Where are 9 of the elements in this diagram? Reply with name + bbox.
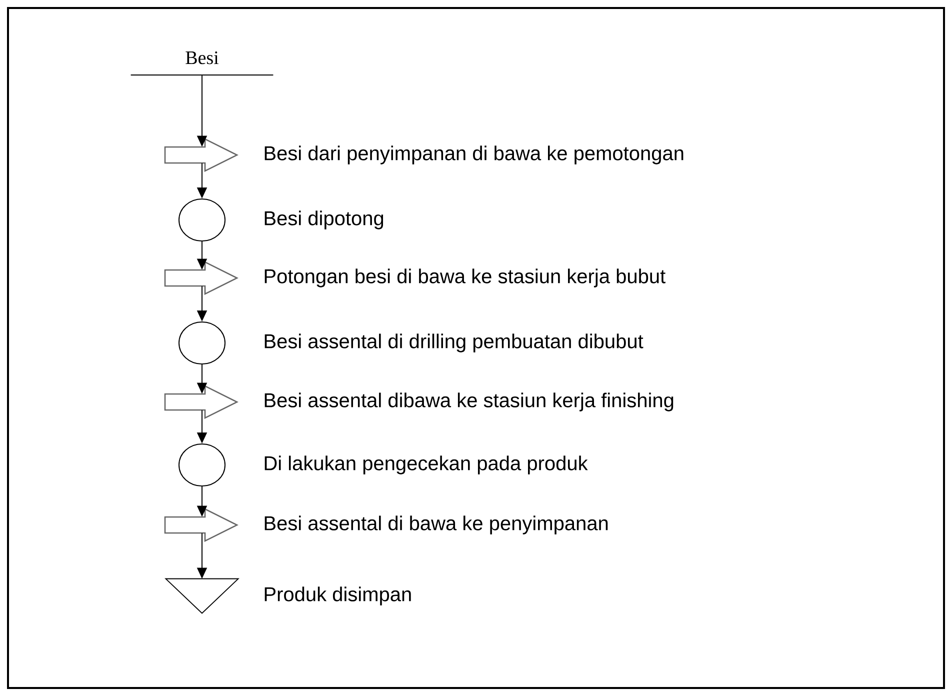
step-label: Produk disimpan	[264, 586, 411, 606]
step-label: Besi dipotong	[264, 210, 384, 230]
step-label: Besi dari penyimpanan di bawa ke pemotongan	[264, 146, 684, 164]
step-label: Besi assental dibawa ke stasiun kerja finishing	[264, 392, 674, 412]
input-label: Besi	[130, 51, 274, 76]
step-label: Besi assental di drilling pembuatan dibubut	[264, 334, 644, 352]
step-label: Besi assental di bawa ke penyimpanan	[264, 516, 608, 534]
step-label: Potongan besi di bawa ke stasiun kerja bubut	[264, 268, 666, 288]
step-label: Di lakukan pengecekan pada produk	[264, 456, 588, 474]
